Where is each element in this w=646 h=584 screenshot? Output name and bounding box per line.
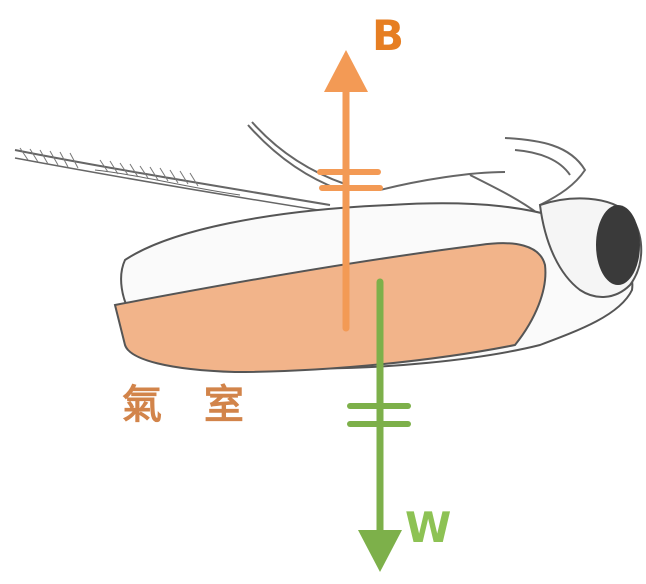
air-chamber-label: 氣 室 xyxy=(122,381,258,428)
buoyancy-label: B xyxy=(372,11,404,60)
weight-label: W xyxy=(405,503,451,552)
insect-eye xyxy=(596,205,640,285)
